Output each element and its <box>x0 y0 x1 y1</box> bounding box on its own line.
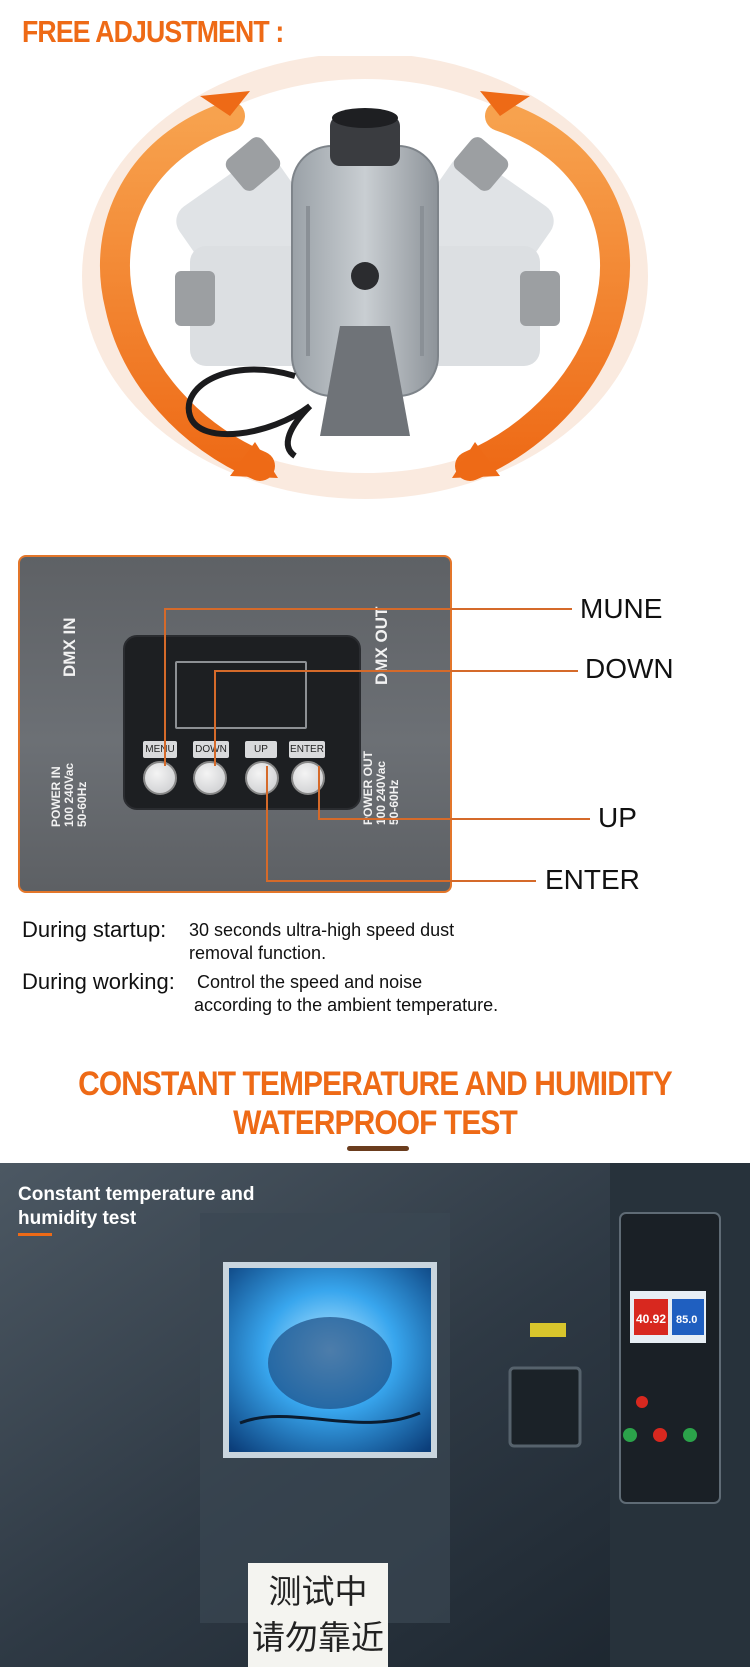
desc-working-line1: Control the speed and noise <box>197 972 423 992</box>
leader-up-vertical <box>318 766 320 818</box>
rotation-arrow-right-head <box>452 442 500 478</box>
section-title-line2: WATERPROOF TEST <box>233 1104 518 1142</box>
lcd-display <box>175 661 307 729</box>
display-value-right: 85.0 <box>676 1314 697 1326</box>
power-in-label: POWER IN 100 240Vac 50-60Hz <box>49 762 89 827</box>
control-panel-photo: DMX IN DMX OUT POWER IN 100 240Vac 50-60… <box>18 555 452 893</box>
callout-up: UP <box>598 802 637 833</box>
desc-working-line2: according to the ambient temperature. <box>194 995 499 1015</box>
up-button[interactable] <box>245 761 279 795</box>
projector-rotation-illustration <box>82 56 648 499</box>
dmx-in-label: DMX IN <box>60 617 79 678</box>
up-button-label: UP <box>245 741 277 758</box>
desc-startup-line1: 30 seconds ultra-high speed dust <box>189 920 455 940</box>
desc-startup-key: During startup: <box>22 917 167 942</box>
desc-startup-line2: removal function. <box>189 943 327 963</box>
leader-down-horizontal <box>214 670 578 672</box>
rotation-arrow-left-head <box>230 442 278 478</box>
down-button-label: DOWN <box>193 741 229 758</box>
callout-enter: ENTER <box>545 864 640 895</box>
menu-button[interactable] <box>143 761 177 795</box>
leader-down-vertical <box>214 670 216 766</box>
menu-button-label: MENU <box>143 741 177 758</box>
section-title-line1: CONSTANT TEMPERATURE AND HUMIDITY <box>78 1065 673 1103</box>
leader-mune-horizontal <box>164 608 572 610</box>
power-out-label: POWER OUT 100 240Vac 50-60Hz <box>361 751 401 825</box>
leader-up-horizontal <box>318 818 590 820</box>
callout-mune: MUNE <box>580 593 663 624</box>
test-chamber-photo: 40.92 85.0 <box>0 1163 750 1667</box>
section-title-free-adjustment: FREE ADJUSTMENT : <box>22 14 284 49</box>
rotation-arrow-right <box>455 101 631 481</box>
caption-accent-bar <box>18 1233 52 1236</box>
leader-mune-vertical <box>164 608 166 766</box>
photo-caption: Constant temperature and humidity test <box>18 1184 255 1229</box>
leader-enter-horizontal <box>266 880 536 882</box>
callout-down: DOWN <box>585 653 674 684</box>
desc-working-key: During working: <box>22 969 175 994</box>
dmx-out-label: DMX OUT <box>372 606 391 685</box>
title-underline <box>347 1146 409 1151</box>
testing-sign: 测试中 请勿靠近 <box>248 1563 388 1667</box>
enter-button-label: ENTER <box>289 741 325 758</box>
down-button[interactable] <box>193 761 227 795</box>
leader-enter-vertical <box>266 766 268 880</box>
display-value-left: 40.92 <box>636 1312 666 1326</box>
control-screen-frame: MENU DOWN UP ENTER <box>123 635 361 810</box>
